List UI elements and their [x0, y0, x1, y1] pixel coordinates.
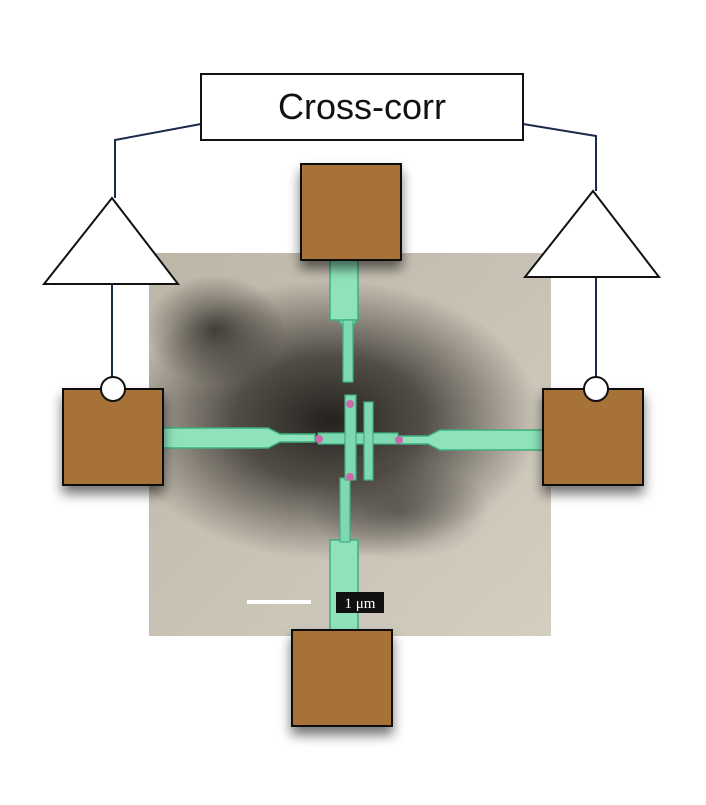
terminal-right-icon: [583, 376, 609, 402]
pad-right: [542, 388, 644, 486]
pad-top: [300, 163, 402, 261]
cross-correlator-label: Cross-corr: [278, 86, 446, 127]
contact-dot: [346, 400, 354, 408]
contact-pads: [62, 163, 644, 727]
cross-correlator: Cross-corr: [200, 73, 524, 141]
tunnel-contacts: [315, 400, 403, 481]
wiring: [111, 123, 597, 378]
triangle-amplifier-icon: [522, 189, 662, 278]
contact-dot: [395, 436, 403, 444]
left-electrode: [162, 427, 316, 449]
contact-dot: [346, 473, 354, 481]
contact-dot: [315, 435, 323, 443]
pad-left: [62, 388, 164, 486]
triangle-amplifier-icon: [41, 196, 181, 285]
scale-bar: 1 μm: [247, 592, 384, 613]
wire-right-to-correlator: [522, 123, 597, 191]
terminal-left-icon: [100, 376, 126, 402]
wire-left-to-correlator: [114, 123, 202, 198]
central-island: [317, 432, 399, 445]
right-electrode: [399, 429, 546, 451]
pad-bottom: [291, 629, 393, 727]
scale-bar-label: 1 μm: [345, 596, 376, 612]
electrodes: [162, 254, 546, 637]
